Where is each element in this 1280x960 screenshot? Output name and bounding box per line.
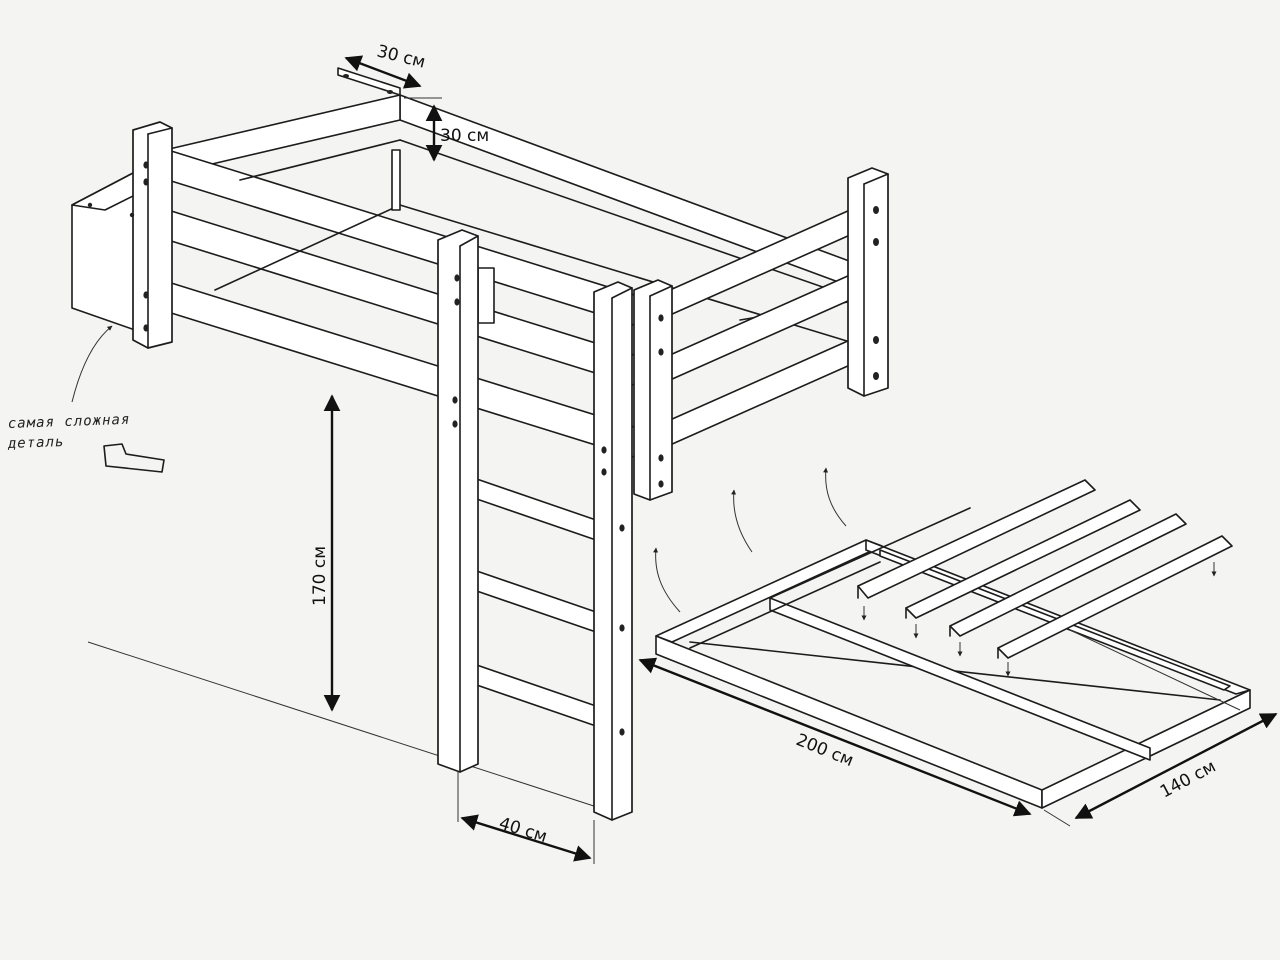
dim-frame-width: 140 см bbox=[1157, 757, 1219, 803]
dim-ladder-width: 40 см bbox=[497, 814, 550, 848]
complex-part-sketch bbox=[103, 443, 165, 473]
post-left bbox=[132, 121, 173, 349]
note-line-1: самая сложная bbox=[8, 412, 131, 432]
bed-upper-frame bbox=[71, 67, 861, 463]
assembly-arrow bbox=[653, 547, 681, 613]
dim-top-height: 30 см bbox=[440, 126, 489, 146]
post-right-front bbox=[633, 279, 673, 501]
dim-height: 170 см bbox=[310, 546, 330, 606]
assembly-arrow bbox=[823, 467, 847, 527]
ladder bbox=[437, 229, 633, 821]
floor-line bbox=[87, 641, 601, 809]
note-line-2: деталь bbox=[7, 434, 65, 452]
dim-frame-width-line bbox=[1074, 712, 1278, 820]
slats bbox=[857, 479, 1233, 659]
dim-top-width-line bbox=[344, 55, 422, 89]
dim-frame-length-line bbox=[638, 657, 1032, 817]
assembly-arrow bbox=[731, 489, 753, 553]
post-right-back bbox=[847, 167, 889, 397]
dim-top-width: 30 см bbox=[375, 41, 428, 72]
note-arrow bbox=[71, 325, 113, 403]
dim-frame-length: 200 см bbox=[793, 730, 856, 771]
dim-ladder-width-line bbox=[460, 814, 592, 862]
